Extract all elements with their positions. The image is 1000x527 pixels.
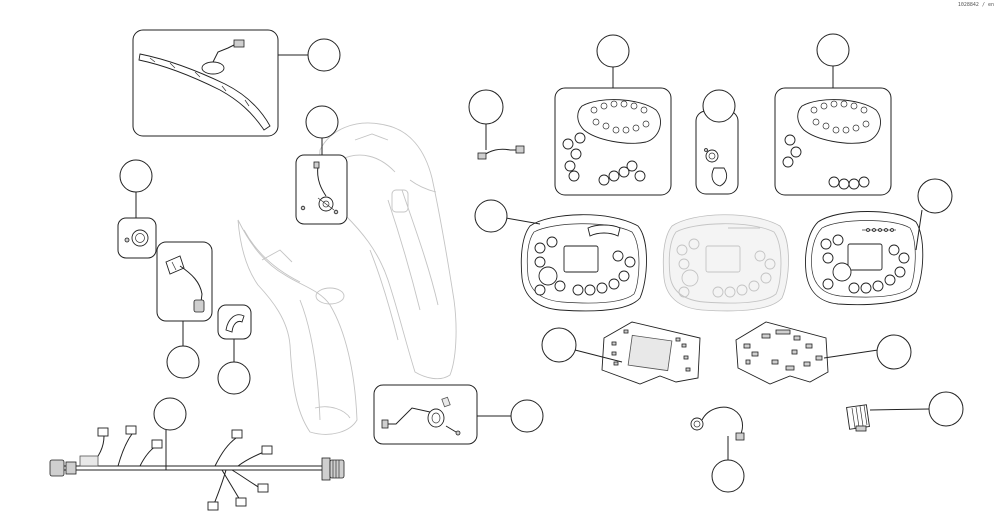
panel-keypad-overlay	[554, 87, 672, 196]
document-reference-code: 1028842 / en	[957, 2, 994, 8]
leader-lines	[135, 54, 930, 470]
callout-grommet	[119, 159, 153, 193]
panel-handle-harness	[132, 29, 279, 137]
callout-ribbon-cable	[928, 391, 964, 427]
control-panel-left	[520, 214, 647, 312]
panel-knob	[695, 110, 739, 195]
handle-rear-cover	[237, 219, 358, 435]
callout-knob	[702, 89, 736, 123]
callout-circles	[119, 33, 964, 493]
main-circuit-board	[735, 321, 829, 385]
callout-clip	[217, 361, 251, 395]
callout-control-panel-left	[474, 199, 508, 233]
callout-cable-bracket	[166, 345, 200, 379]
callout-main-circuit-board	[876, 334, 912, 370]
sensor-cable	[690, 406, 745, 441]
callout-main-harness	[153, 397, 187, 431]
panel-handle-switch	[295, 154, 348, 225]
callout-sensor-cable	[711, 459, 745, 493]
ribbon-cable	[846, 404, 870, 432]
callout-button-assembly	[510, 399, 544, 433]
callout-display-board	[541, 327, 577, 363]
callout-extension-cable	[468, 89, 504, 125]
display-board	[601, 321, 701, 385]
callout-control-panel-right	[917, 178, 953, 214]
panel-clip	[217, 304, 252, 340]
extension-cable	[477, 145, 525, 160]
panel-keypad-overlay-alt	[774, 87, 892, 196]
handle-front-housing	[319, 122, 457, 380]
control-panel-center-ghost	[662, 214, 789, 312]
panel-cable-bracket	[156, 241, 213, 322]
main-wiring-harness	[49, 425, 345, 511]
callout-keypad-overlay-alt	[816, 33, 850, 67]
control-panel-right	[805, 211, 924, 306]
callout-handle-harness	[307, 38, 341, 72]
panel-grommet	[117, 217, 157, 259]
callout-handle-switch	[305, 105, 339, 139]
callout-keypad-overlay	[596, 34, 630, 68]
panel-button-assembly	[373, 384, 478, 445]
